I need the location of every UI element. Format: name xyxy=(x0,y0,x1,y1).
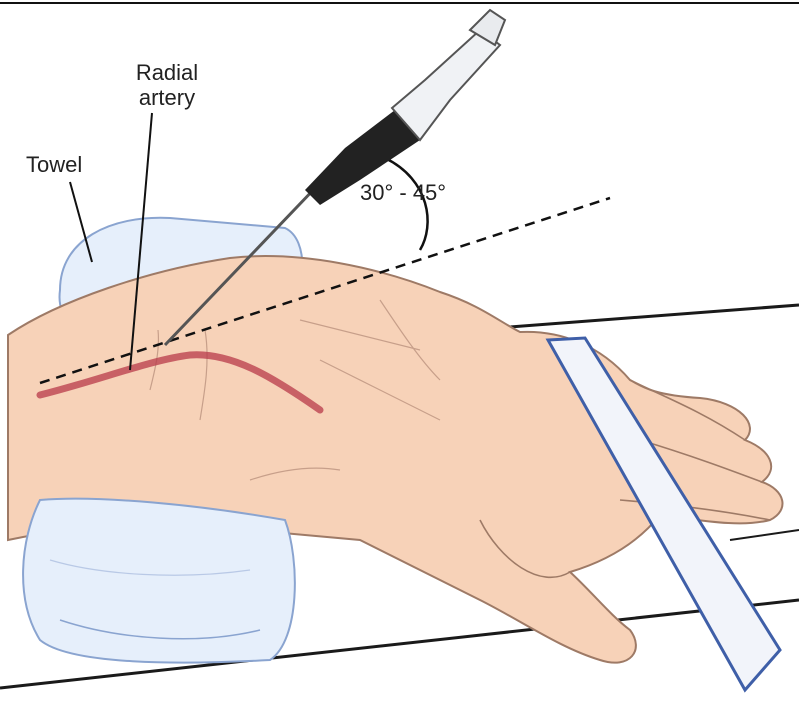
angle-label: 30° - 45° xyxy=(360,180,446,205)
radial-artery-label-line2: artery xyxy=(112,85,222,110)
radial-artery-label: Radial artery xyxy=(112,60,222,110)
radial-artery-label-line1: Radial xyxy=(112,60,222,85)
towel-roll-bottom xyxy=(23,499,295,663)
towel-label: Towel xyxy=(26,152,82,177)
